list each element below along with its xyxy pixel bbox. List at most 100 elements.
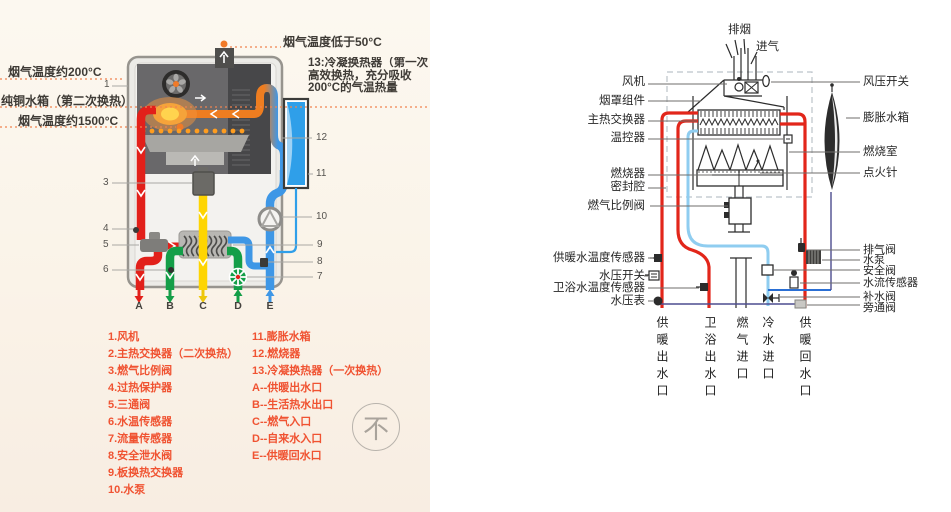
- marker-12: 12: [316, 132, 328, 143]
- label-dhw-temp-sensor: 卫浴水温度传感器: [553, 282, 645, 294]
- legend-item: 7.流量传感器: [108, 433, 173, 445]
- safety-valve-icon: [761, 264, 774, 276]
- label-gas-valve: 燃气比例阀: [587, 200, 646, 212]
- pipe-green: [165, 246, 243, 290]
- label-sealed-chamber: 密封腔: [610, 181, 646, 193]
- label-fan: 风机: [622, 76, 645, 88]
- fan-icon: [162, 70, 207, 102]
- label-air-pressure-switch: 风压开关: [863, 76, 909, 88]
- marker-8: 8: [317, 256, 323, 267]
- legend-item: 10.水泵: [108, 484, 146, 496]
- label-expansion-tank: 膨胀水箱: [863, 112, 909, 124]
- boiler-schematic: [644, 38, 860, 309]
- schematic-leader-lines: [644, 81, 860, 306]
- makeup-valve-icon: [763, 293, 780, 303]
- legend-item: 6.水温传感器: [108, 416, 173, 428]
- burner: [140, 128, 249, 166]
- legend-item: B--生活热水出口: [252, 399, 334, 411]
- annotation-flue-temp-200: 烟气温度约200°C: [8, 65, 102, 79]
- marker-5: 5: [103, 239, 109, 250]
- three-way-valve: [140, 232, 168, 252]
- legend-item: 2.主热交换器（二次换热）: [108, 348, 239, 360]
- hood-outline: [687, 79, 785, 113]
- legend-column-2: 11.膨胀水箱 12.燃烧器 13.冷凝换热器（一次换热） A--供暖出水口 B…: [252, 329, 388, 465]
- flue-pipe: [215, 40, 234, 68]
- flow-sensor-pinwheel: [228, 267, 248, 287]
- label-hood-assembly: 烟罩组件: [599, 95, 645, 107]
- flow-sensor-icon: [789, 270, 799, 289]
- label-vent-valve: 排气阀: [863, 244, 896, 256]
- label-pressure-switch: 水压开关: [599, 270, 645, 282]
- marker-10: 10: [316, 211, 328, 222]
- label-heating-outlet: 供暖出水口: [655, 316, 669, 401]
- bypass-valve-icon: [794, 299, 807, 309]
- pipe-gas-yellow: [192, 167, 215, 290]
- label-dhw-outlet: 卫浴出水口: [703, 316, 717, 401]
- legend-item: 9.板换热交换器: [108, 467, 184, 479]
- marker-3: 3: [103, 177, 109, 188]
- marker-1: 1: [104, 79, 110, 90]
- watermark-icon: 不: [352, 403, 400, 451]
- label-burner: 燃烧器: [610, 168, 646, 180]
- marker-4: 4: [103, 223, 109, 234]
- label-bypass-valve: 旁通阀: [863, 302, 896, 314]
- legend-item: 13.冷凝换热器（一次换热）: [252, 365, 389, 377]
- legend-item: 8.安全泄水阀: [108, 450, 173, 462]
- label-heating-return: 供暖回水口: [798, 316, 812, 401]
- cold-water-pipe: [686, 129, 770, 306]
- gas-inlet-pipe: [730, 257, 752, 308]
- port-arrows: [134, 289, 275, 303]
- main-heat-exchanger: [697, 109, 781, 136]
- legend-item: E--供暖回水口: [252, 450, 322, 462]
- port-letter-d: D: [234, 300, 242, 312]
- burner-box: [696, 159, 784, 187]
- annotation-dotted-lines: [0, 46, 428, 128]
- annotation-copper-tank: 纯铜水箱（第二次换热）: [1, 94, 134, 108]
- expansion-tank-schematic: [824, 83, 840, 190]
- sealed-chamber-dashed: [666, 71, 813, 198]
- legend-item: 1.风机: [108, 331, 140, 343]
- schematic-red-pipes: [660, 111, 807, 308]
- label-safety-valve: 安全阀: [863, 265, 896, 277]
- gas-proportional-valve: [724, 186, 752, 233]
- label-pressure-gauge: 水压表: [610, 295, 646, 307]
- flue-double-pipe: [733, 48, 757, 80]
- label-heating-temp-sensor: 供暖水温度传感器: [553, 252, 645, 264]
- port-letter-a: A: [135, 300, 143, 312]
- legend-item: C--燃气入口: [252, 416, 312, 428]
- vent-valve-icon: [798, 243, 805, 252]
- thermostat-icon: [783, 134, 793, 144]
- label-intake: 进气: [756, 41, 779, 53]
- label-gas-inlet: 燃气进口: [735, 316, 749, 384]
- label-main-heat-exchanger: 主热交换器: [587, 114, 646, 126]
- legend-column-1: 1.风机 2.主热交换器（二次换热） 3.燃气比例阀 4.过热保护器 5.三通阀…: [108, 329, 238, 499]
- legend-item: A--供暖出水口: [252, 382, 323, 394]
- marker-6: 6: [103, 264, 109, 275]
- legend-item: 12.燃烧器: [252, 348, 301, 360]
- label-combustion-chamber: 燃烧室: [863, 146, 898, 158]
- leader-lines: [112, 85, 313, 278]
- label-cold-water-inlet: 冷水进口: [761, 316, 775, 384]
- annotation-condenser-note: 13:冷凝换热器（第一次 高效换热，充分吸收 200°C的气温热量: [308, 57, 429, 94]
- label-ignition-pin: 点火针: [863, 167, 898, 179]
- annotation-flue-temp-1500: 烟气温度约1500°C: [18, 114, 119, 128]
- flame-zigzag: [697, 143, 779, 172]
- marker-9: 9: [317, 239, 323, 250]
- expansion-tank: [276, 97, 310, 254]
- air-pressure-switch-icon: [762, 74, 770, 88]
- marker-11: 11: [316, 168, 327, 179]
- label-exhaust: 排烟: [728, 24, 751, 36]
- exhaust-lines: [725, 38, 758, 65]
- left-sensors: [645, 254, 708, 306]
- marker-7: 7: [317, 271, 323, 282]
- condensing-coil: [246, 83, 288, 172]
- safety-drain-valve: [260, 258, 268, 267]
- water-temp-sensor-dot: [168, 267, 174, 273]
- pump-icon: [257, 206, 283, 232]
- label-makeup-valve: 补水阀: [863, 291, 896, 303]
- boiler-illustration: [0, 40, 428, 303]
- label-flow-sensor: 水流传感器: [863, 277, 918, 289]
- port-letter-b: B: [166, 300, 174, 312]
- port-letter-c: C: [199, 300, 207, 312]
